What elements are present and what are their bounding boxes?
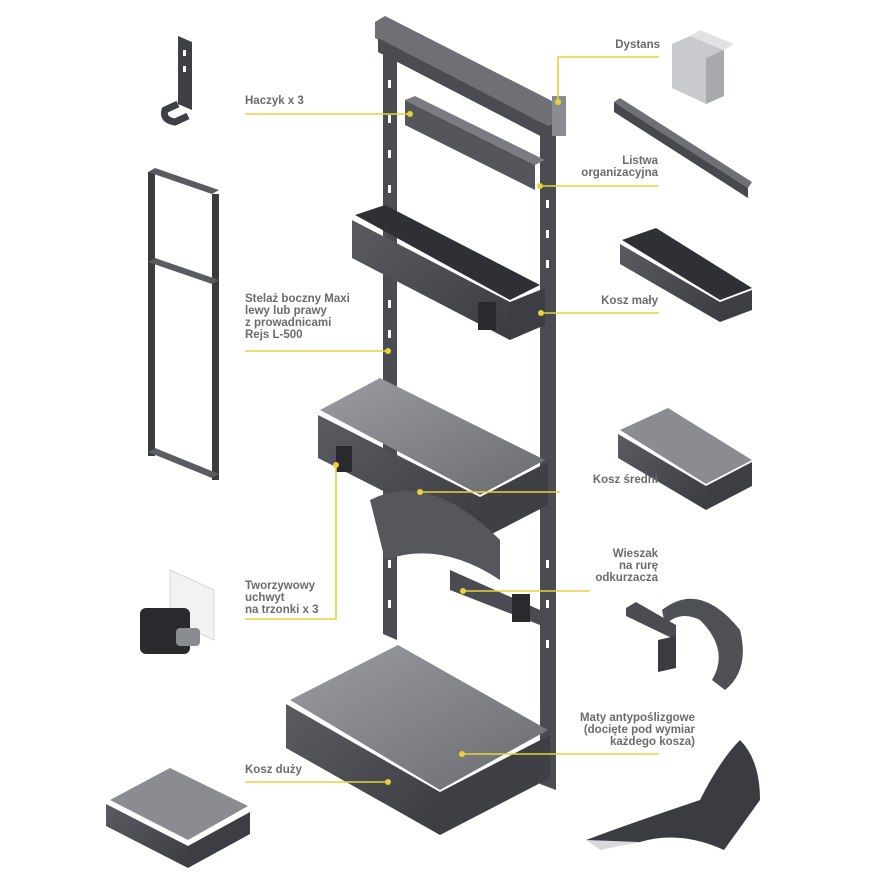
label-kosz-maly: Kosz mały [601,295,658,307]
part-large-basket [106,768,250,868]
rack-right-post [540,120,556,790]
label-haczyk: Haczyk x 3 [245,95,304,107]
main-rack-assembly [286,16,566,835]
part-vacuum-hanger [626,598,743,690]
leader-lines [245,56,659,783]
leader-dots [333,99,561,785]
leader-dystans [557,56,659,102]
label-kosz-sredni: Kosz średni [592,474,658,486]
spacer-on-rack [552,96,566,136]
rack-top-rail-face [378,38,548,140]
leader-uchwyt [245,465,337,620]
part-antislip-mat [586,740,760,850]
part-spacer [672,30,734,104]
label-dystans: Dystans [615,39,660,51]
rack-top-rail [375,16,560,126]
part-hook [161,36,192,126]
label-kosz-duzy: Kosz duży [245,764,302,776]
large-basket [286,645,550,835]
rack-post-holes [388,80,549,648]
small-basket [352,205,545,340]
part-medium-basket [618,408,752,510]
organization-strip [405,100,535,190]
part-small-basket [620,228,752,322]
part-side-frame [148,168,219,480]
part-plastic-handle [140,569,215,654]
part-organization-strip [614,98,752,198]
vacuum-hanger [370,491,540,625]
